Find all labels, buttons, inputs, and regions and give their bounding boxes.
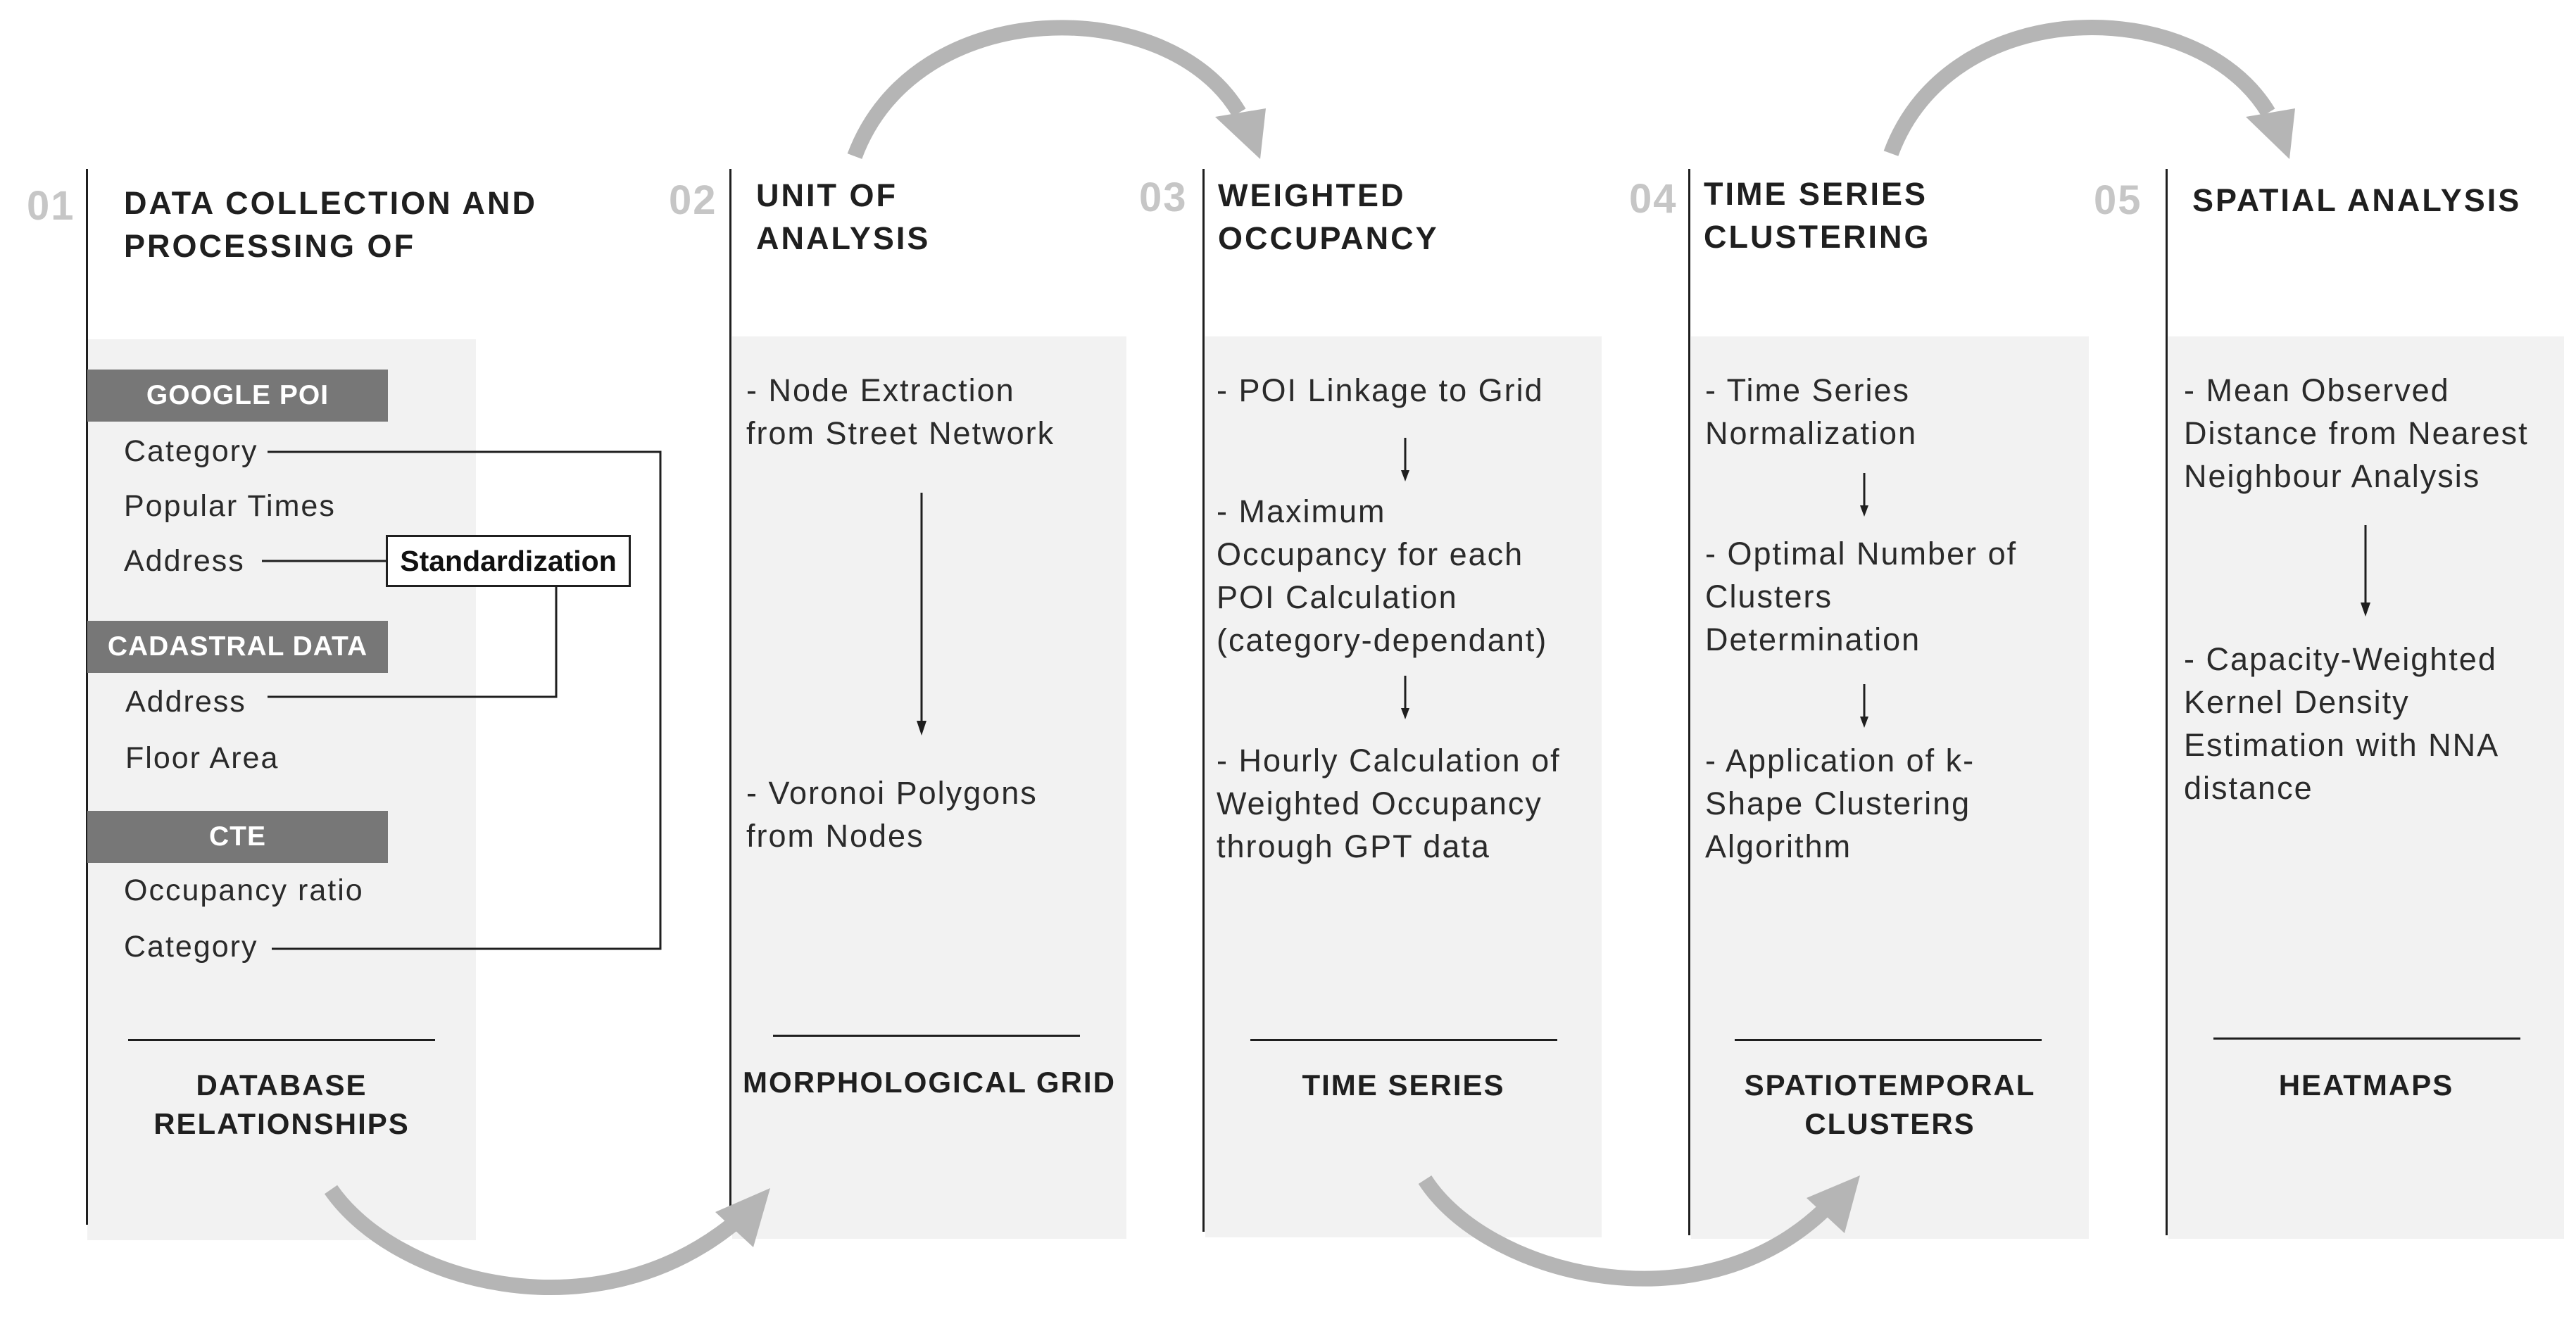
step-05-title: SPATIAL ANALYSIS [2192,182,2522,218]
step-03-divider [1202,169,1205,1232]
step-04-divider [1688,169,1690,1235]
cte-header: CTE [87,811,388,863]
curved-arrow-icon [847,20,1266,159]
step-04-title: TIME SERIES CLUSTERING [1704,176,1931,255]
address-standardization-connector [262,560,558,698]
step-04-item-normalization: - Time Series Normalization [1705,372,1918,451]
step-03-title: WEIGHTED OCCUPANCY [1218,177,1439,256]
step-02-panel [732,336,1126,1239]
step-05-output-label: HEATMAPS [2278,1068,2454,1102]
google-poi-category: Category [124,434,258,468]
down-arrow-icon [2361,525,2370,617]
standardization-box: Standardization [386,535,631,587]
step-01-title: DATA COLLECTION AND PROCESSING OF [124,185,537,264]
google-poi-popular-times: Popular Times [124,489,336,523]
down-arrow-icon [917,493,926,736]
down-arrow-icon [1401,676,1409,719]
curved-arrow-icon [324,1185,770,1295]
step-05-number: 05 [2094,177,2142,223]
step-01-panel [87,339,476,1240]
step-02-divider [729,169,731,1225]
down-arrow-icon [1860,684,1868,728]
step-03-output-label: TIME SERIES [1302,1068,1505,1102]
step-04-panel [1691,336,2089,1239]
cadastral-data-header: CADASTRAL DATA [87,621,388,673]
curved-arrow-icon [1418,1175,1860,1287]
down-arrow-icon [1401,438,1409,481]
step-05-item-nearest-neighbour: - Mean Observed Distance from Nearest Ne… [2184,372,2529,494]
step-02-item-voronoi-polygons: - Voronoi Polygons from Nodes [746,775,1038,854]
down-arrow-icon [1860,473,1868,517]
step-03-item-maximum-occupancy: - Maximum Occupancy for each POI Calcula… [1217,493,1548,658]
step-04-output-rule [1735,1039,2042,1041]
step-01-divider [86,169,88,1225]
step-03-output-rule [1250,1039,1557,1041]
step-05-item-kernel-density: - Capacity-Weighted Kernel Density Estim… [2184,641,2500,806]
step-02-output-rule [773,1035,1080,1037]
cadastral-floor-area: Floor Area [125,741,279,775]
step-05-output-rule [2213,1037,2520,1040]
step-02-item-node-extraction: - Node Extraction from Street Network [746,372,1055,451]
step-03-number: 03 [1139,175,1188,220]
step-04-item-kshape-clustering: - Application of k- Shape Clustering Alg… [1705,743,1975,864]
curved-arrow-icon [1883,20,2295,159]
step-04-item-optimal-clusters: - Optimal Number of Clusters Determinati… [1705,536,2018,657]
step-03-item-hourly-calculation: - Hourly Calculation of Weighted Occupan… [1217,743,1561,864]
step-05-panel [2168,336,2564,1239]
step-05-divider [2166,169,2168,1235]
step-02-number: 02 [669,177,717,223]
cte-category: Category [124,930,258,964]
google-poi-address: Address [124,544,245,578]
cte-occupancy-ratio: Occupancy ratio [124,873,364,907]
cadastral-address: Address [125,685,246,719]
step-01-output-label: DATABASE RELATIONSHIPS [153,1068,410,1140]
step-02-output-label: MORPHOLOGICAL GRID [743,1066,1116,1099]
step-01-output-rule [128,1039,435,1041]
step-04-number: 04 [1629,176,1678,222]
google-poi-header: GOOGLE POI [87,370,388,422]
step-01-number: 01 [27,183,75,229]
step-03-item-poi-linkage: - POI Linkage to Grid [1217,372,1544,408]
step-04-output-label: SPATIOTEMPORAL CLUSTERS [1744,1068,2036,1140]
category-link-connector [268,450,662,950]
step-03-panel [1205,336,1602,1237]
step-02-title: UNIT OF ANALYSIS [756,177,931,256]
